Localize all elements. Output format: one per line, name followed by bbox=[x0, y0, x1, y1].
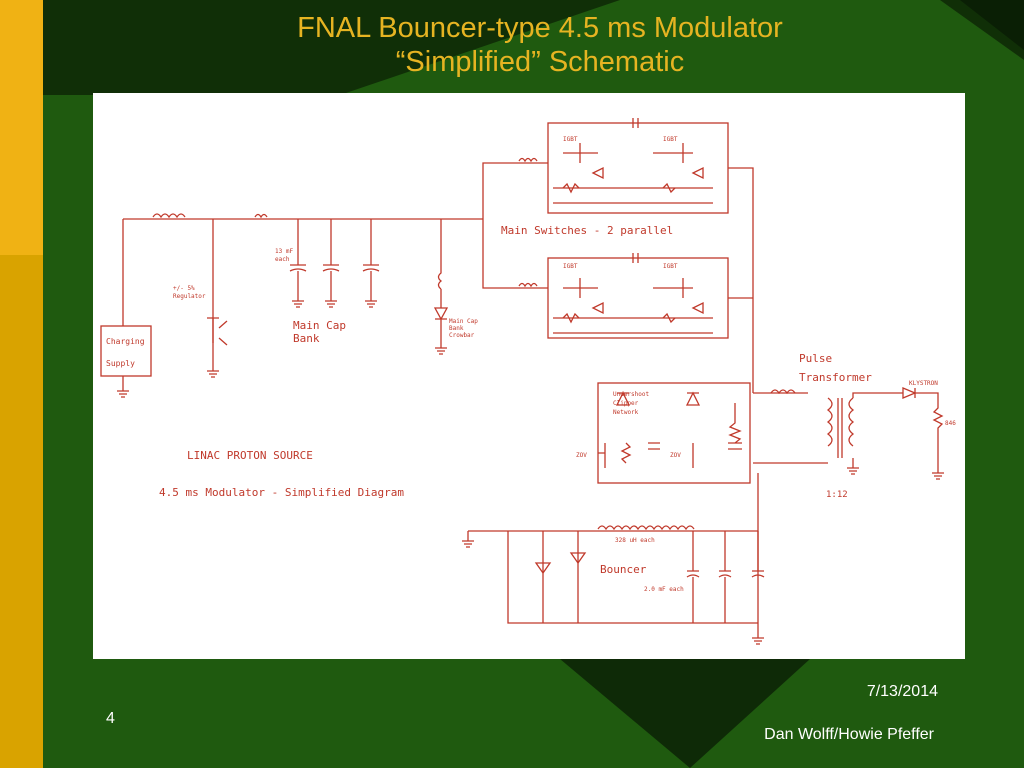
switch-output-bus bbox=[728, 167, 754, 393]
pulse-label-1: Pulse bbox=[799, 352, 832, 365]
pulse-label-2: Transformer bbox=[799, 371, 872, 384]
switch-module-bottom bbox=[547, 257, 729, 339]
cap-3 bbox=[362, 219, 380, 308]
bouncer-caps bbox=[686, 531, 765, 623]
regulator-igbt bbox=[207, 317, 228, 346]
transformer-secondary bbox=[848, 397, 855, 447]
main-switches-label: Main Switches - 2 parallel bbox=[501, 224, 673, 237]
undershoot-clipper-box bbox=[597, 382, 751, 484]
igbt-label-top-right: IGBT bbox=[663, 136, 678, 143]
snubber-cap-bottom bbox=[632, 253, 639, 263]
cap-note-2: each bbox=[275, 256, 290, 263]
undershoot-label-2: Clipper bbox=[613, 400, 639, 407]
undershoot-label-1: Undershoot bbox=[613, 391, 650, 398]
cap-2 bbox=[322, 219, 340, 308]
cap-note-1: 13 mF bbox=[275, 248, 293, 255]
crowbar-label-1: Main Cap bbox=[449, 318, 478, 325]
slide-title: FNAL Bouncer-type 4.5 ms Modulator bbox=[297, 12, 783, 44]
schematic-diagram: IGBT IGBT IGBT IGBT Main Switches - 2 pa… bbox=[100, 118, 956, 645]
crowbar-thyristor bbox=[433, 219, 449, 355]
klystron-label: KLYSTRON bbox=[909, 380, 938, 387]
input-inductor bbox=[152, 213, 186, 219]
igbt-label-bottom-left: IGBT bbox=[563, 263, 578, 270]
bouncer-cap-note-label: 2.0 mF each bbox=[644, 586, 684, 593]
main-cap-label-1: Main Cap bbox=[293, 319, 346, 332]
charging-label-1: Charging bbox=[106, 337, 145, 346]
cap-1 bbox=[289, 219, 307, 308]
schematic-panel: IGBT IGBT IGBT IGBT Main Switches - 2 pa… bbox=[93, 93, 965, 659]
slide-subtitle: “Simplified” Schematic bbox=[395, 46, 685, 78]
klystron-diode bbox=[902, 387, 917, 399]
series-inductor-2 bbox=[254, 213, 268, 219]
regulator-pct-label: +/- 5% bbox=[173, 285, 195, 292]
crowbar-label-3: Crowbar bbox=[449, 332, 475, 339]
switch-inductor-bottom bbox=[518, 282, 538, 288]
ratio-label: 1:12 bbox=[826, 490, 848, 500]
main-bus-wire bbox=[122, 218, 483, 326]
switch-inductor-top bbox=[518, 157, 538, 163]
bouncer-label: Bouncer bbox=[600, 563, 647, 576]
transformer-primary bbox=[826, 397, 833, 447]
linac-label: LINAC PROTON SOURCE bbox=[187, 449, 313, 462]
snubber-cap-top bbox=[632, 118, 639, 128]
bouncer-inductors bbox=[597, 525, 695, 531]
charging-supply-box bbox=[100, 325, 152, 377]
klystron-load bbox=[915, 392, 944, 480]
transformer-primary-inductor bbox=[770, 389, 796, 395]
crowbar-label-2: Bank bbox=[449, 325, 464, 332]
zov-label-right: ZOV bbox=[670, 452, 681, 459]
igbt-label-top-left: IGBT bbox=[563, 136, 578, 143]
regulator-label: Regulator bbox=[173, 293, 206, 300]
igbt-label-bottom-right: IGBT bbox=[663, 263, 678, 270]
slide-date: 7/13/2014 bbox=[866, 683, 938, 700]
slide-author: Dan Wolff/Howie Pfeffer bbox=[764, 726, 934, 743]
resistor-846-label: 846 bbox=[945, 420, 956, 427]
modulator-desc-label: 4.5 ms Modulator - Simplified Diagram bbox=[159, 486, 404, 499]
undershoot-label-3: Network bbox=[613, 409, 639, 416]
charging-label-2: Supply bbox=[106, 359, 135, 368]
main-cap-label-2: Bank bbox=[293, 332, 320, 345]
page-number: 4 bbox=[106, 710, 115, 727]
inductor-note-label: 328 uH each bbox=[615, 537, 655, 544]
zov-label-left: ZOV bbox=[576, 452, 587, 459]
switch-bus bbox=[482, 162, 548, 289]
